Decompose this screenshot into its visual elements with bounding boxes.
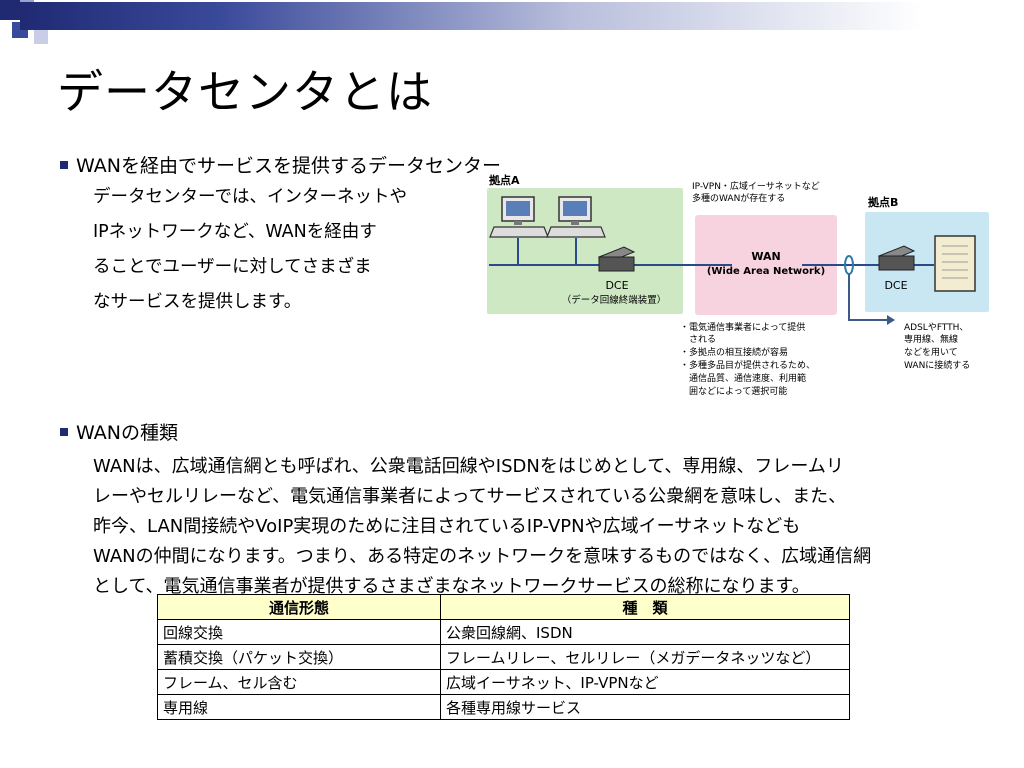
table-cell: 回線交換 xyxy=(157,619,441,645)
section1-paragraph: データセンターでは、インターネットや IPネットワークなど、WANを経由す るこ… xyxy=(93,180,407,320)
section1-line: なサービスを提供します。 xyxy=(93,292,302,312)
section2-heading-text: WANの種類 xyxy=(76,422,178,444)
section1-line: データセンターでは、インターネットや xyxy=(93,187,407,207)
table-cell: フレームリレー、セルリレー（メガデータネッツなど） xyxy=(440,644,850,670)
section2-line: 昨今、LAN間接続やVoIP実現のために注目されているIP-VPNや広域イーサネ… xyxy=(93,516,801,537)
table-row: フレーム、セル含む 広域イーサネット、IP-VPNなど xyxy=(157,669,850,695)
section2-paragraph: WANは、広域通信網とも呼ばれ、公衆電話回線やISDNをはじめとして、専用線、フ… xyxy=(93,452,993,602)
top-note-line: IP-VPN・広域イーサネットなど xyxy=(692,180,820,192)
bottom-note-line: ・多拠点の相互接続が容易 xyxy=(680,346,788,358)
table-cell: 各種専用線サービス xyxy=(440,694,850,720)
table-cell: 公衆回線網、ISDN xyxy=(440,619,850,645)
wan-types-table: 通信形態 種 類 回線交換 公衆回線網、ISDN 蓄積交換（パケット交換） フレ… xyxy=(157,594,850,720)
section1-heading-text: WANを経由でサービスを提供するデータセンター xyxy=(76,155,501,177)
wan-full-label: (Wide Area Network) xyxy=(707,266,825,277)
top-note-line: 多種のWANが存在する xyxy=(692,192,785,204)
dce-b-label: DCE xyxy=(884,279,907,292)
table-cell: 蓄積交換（パケット交換） xyxy=(157,644,441,670)
right-note-line: ADSLやFTTH、 xyxy=(904,322,968,333)
table-cell: 広域イーサネット、IP-VPNなど xyxy=(440,669,850,695)
bullet-square-icon xyxy=(60,160,68,169)
dce-a-sublabel: （データ回線終端装置） xyxy=(562,294,667,306)
dce-a-label: DCE xyxy=(605,279,628,292)
bottom-note-line: ・電気通信事業者によって提供 xyxy=(680,321,805,333)
dce-device-icon xyxy=(597,246,636,272)
bottom-note-line: ・多種多品目が提供されるため、 xyxy=(680,359,815,371)
section1-heading: WANを経由でサービスを提供するデータセンター xyxy=(60,151,501,178)
bottom-note-line: される xyxy=(680,334,716,345)
site-a-panel xyxy=(487,188,683,314)
section1-line: IPネットワークなど、WANを経由す xyxy=(93,222,377,242)
bottom-note-line: 通信品質、通信速度、利用範 xyxy=(680,372,806,384)
bottom-note-line: 囲などによって選択可能 xyxy=(680,385,787,397)
table-row: 回線交換 公衆回線網、ISDN xyxy=(157,619,850,645)
server-icon xyxy=(934,235,976,292)
section2-line: WANは、広域通信網とも呼ばれ、公衆電話回線やISDNをはじめとして、専用線、フ… xyxy=(93,456,844,477)
table-header-cell: 通信形態 xyxy=(157,594,441,620)
table-cell: フレーム、セル含む xyxy=(157,669,441,695)
table-row: 蓄積交換（パケット交換） フレームリレー、セルリレー（メガデータネッツなど） xyxy=(157,644,850,670)
section2-line: WANの仲間になります。つまり、ある特定のネットワークを意味するものではなく、広… xyxy=(93,546,872,567)
wan-label: WAN xyxy=(751,250,780,263)
site-a-label: 拠点A xyxy=(489,173,520,187)
section2-line: として、電気通信事業者が提供するさまざまなネットワークサービスの総称になります。 xyxy=(93,576,810,597)
right-note-line: などを用いて xyxy=(904,347,958,358)
computer-icon xyxy=(546,196,606,238)
wan-diagram: 拠点A DCE （データ回線終端装置） IP-VPN・広域イーサネットなど 多種… xyxy=(487,173,989,397)
section2-heading: WANの種類 xyxy=(60,418,178,445)
site-b-label: 拠点B xyxy=(868,195,898,209)
table-header-cell: 種 類 xyxy=(440,594,850,620)
page-title: データセンタとは xyxy=(57,65,433,119)
bullet-square-icon xyxy=(60,427,68,436)
table-row: 専用線 各種専用線サービス xyxy=(157,694,850,720)
table-header-row: 通信形態 種 類 xyxy=(157,594,850,620)
right-note-line: WANに接続する xyxy=(904,359,970,371)
right-note-line: 専用線、無線 xyxy=(904,333,958,345)
corner-square-dark xyxy=(0,0,20,20)
section2-line: レーやセルリレーなど、電気通信事業者によってサービスされている公衆網を意味し、ま… xyxy=(93,486,847,507)
section1-line: ることでユーザーに対してさまざま xyxy=(93,257,372,277)
table-cell: 専用線 xyxy=(157,694,441,720)
corner-square-pale xyxy=(34,30,48,44)
title-gradient-bar xyxy=(20,2,1024,30)
arrow-icon xyxy=(848,274,892,321)
dce-device-icon xyxy=(877,245,916,271)
